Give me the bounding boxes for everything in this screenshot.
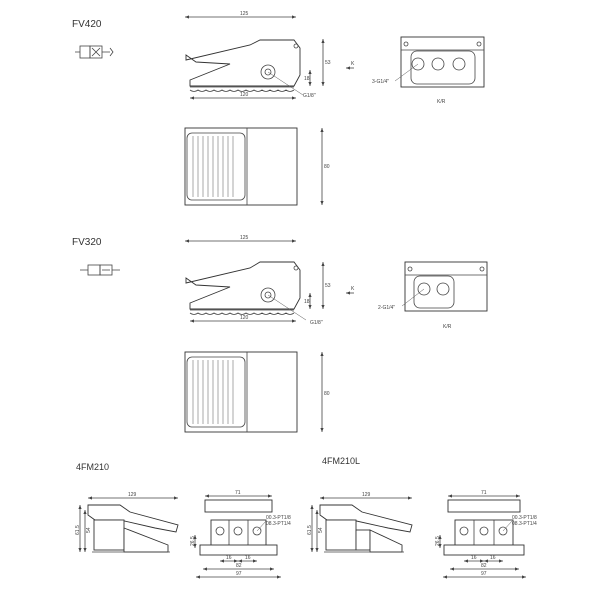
fv320-port-height-dim: 18 bbox=[304, 299, 310, 305]
fv320-height-dim: 53 bbox=[325, 283, 331, 289]
fv420-port-label: G1/8" bbox=[303, 93, 316, 99]
fm210l-end-view: 71 00.3-PT1/8 08.3-PT1/4 26.5 16 16 82 9… bbox=[435, 490, 537, 579]
fm210l-port-height-dim: 26.5 bbox=[435, 536, 441, 546]
fm210-end-view: 71 00.3-PT1/8 08.3-PT1/4 26.5 16 16 82 9… bbox=[190, 490, 291, 579]
fv320-section: FV320 125 120 53 18 G1/8" K 2-G1/4" K/R … bbox=[72, 235, 488, 433]
fm210-side-view: 129 61.5 54 bbox=[75, 492, 179, 553]
fm210l-length-dim: 129 bbox=[362, 492, 371, 498]
fm210l-side-view: 129 61.5 54 bbox=[307, 492, 413, 553]
fv320-base-dim: 120 bbox=[240, 315, 249, 321]
fv320-side-view: 125 120 53 18 G1/8" K bbox=[185, 235, 355, 326]
fv320-valve-symbol bbox=[80, 264, 120, 276]
fv420-side-view: 125 120 53 18 G1/8" K bbox=[185, 11, 355, 100]
fm210-length-dim: 129 bbox=[128, 492, 137, 498]
fm210-height1-dim: 61.5 bbox=[75, 525, 81, 535]
fv420-view-arrow-label: K bbox=[351, 61, 355, 67]
fv320-end-view-label: K/R bbox=[443, 324, 452, 330]
fm210-port-height-dim: 26.5 bbox=[190, 536, 196, 546]
fv320-title: FV320 bbox=[72, 237, 102, 248]
fm210-section: 4FM210 129 61.5 54 71 00.3-PT1/8 08.3-PT… bbox=[75, 462, 291, 579]
fv420-length-dim: 125 bbox=[240, 11, 249, 17]
fm210l-ports-b-label: 08.3-PT1/4 bbox=[512, 521, 537, 527]
fv420-end-view: 3-G1/4" K/R bbox=[372, 36, 485, 105]
fm210l-pitch1-dim: 16 bbox=[471, 555, 477, 561]
fv320-port-label: G1/8" bbox=[310, 320, 323, 326]
fm210-ports-b-label: 08.3-PT1/4 bbox=[266, 521, 291, 527]
fv420-title: FV420 bbox=[72, 19, 102, 30]
fv320-width-dim: 80 bbox=[324, 391, 330, 397]
fm210-ports-a-label: 00.3-PT1/8 bbox=[266, 515, 291, 521]
fv420-top-view: 80 bbox=[184, 127, 330, 206]
fm210-pitch1-dim: 16 bbox=[226, 555, 232, 561]
fm210-width2-dim: 82 bbox=[236, 563, 242, 569]
fv320-end-ports-label: 2-G1/4" bbox=[378, 305, 395, 311]
fv420-section: FV420 125 120 53 18 G1/8" K 3-G1/4" K/R … bbox=[72, 11, 485, 206]
fm210l-pitch2-dim: 16 bbox=[490, 555, 496, 561]
fm210-title: 4FM210 bbox=[76, 462, 109, 472]
fv320-end-view: 2-G1/4" K/R bbox=[378, 261, 488, 330]
fm210l-section: 4FM210L 129 61.5 54 71 00.3-PT1/8 08.3-P… bbox=[307, 456, 537, 579]
fm210l-height1-dim: 61.5 bbox=[307, 525, 313, 535]
fv420-port-height-dim: 18 bbox=[304, 76, 310, 82]
fv420-width-dim: 80 bbox=[324, 164, 330, 170]
fm210-pitch2-dim: 16 bbox=[245, 555, 251, 561]
fv420-end-view-label: K/R bbox=[437, 99, 446, 105]
fm210l-title: 4FM210L bbox=[322, 456, 360, 466]
fv320-view-arrow-label: K bbox=[351, 286, 355, 292]
fm210-width3-dim: 97 bbox=[236, 571, 242, 577]
fm210l-height2-dim: 54 bbox=[318, 527, 324, 533]
fv420-end-ports-label: 3-G1/4" bbox=[372, 79, 389, 85]
fv420-base-dim: 120 bbox=[240, 92, 249, 98]
fm210l-ports-a-label: 00.3-PT1/8 bbox=[512, 515, 537, 521]
fm210-width-dim: 71 bbox=[235, 490, 241, 496]
fm210-height2-dim: 54 bbox=[86, 527, 92, 533]
fv320-length-dim: 125 bbox=[240, 235, 249, 241]
fm210l-width3-dim: 97 bbox=[481, 571, 487, 577]
fm210l-width2-dim: 82 bbox=[481, 563, 487, 569]
fv420-valve-symbol bbox=[75, 45, 114, 59]
fv420-height-dim: 53 bbox=[325, 60, 331, 66]
fv320-top-view: 80 bbox=[184, 351, 330, 433]
fm210l-width-dim: 71 bbox=[481, 490, 487, 496]
